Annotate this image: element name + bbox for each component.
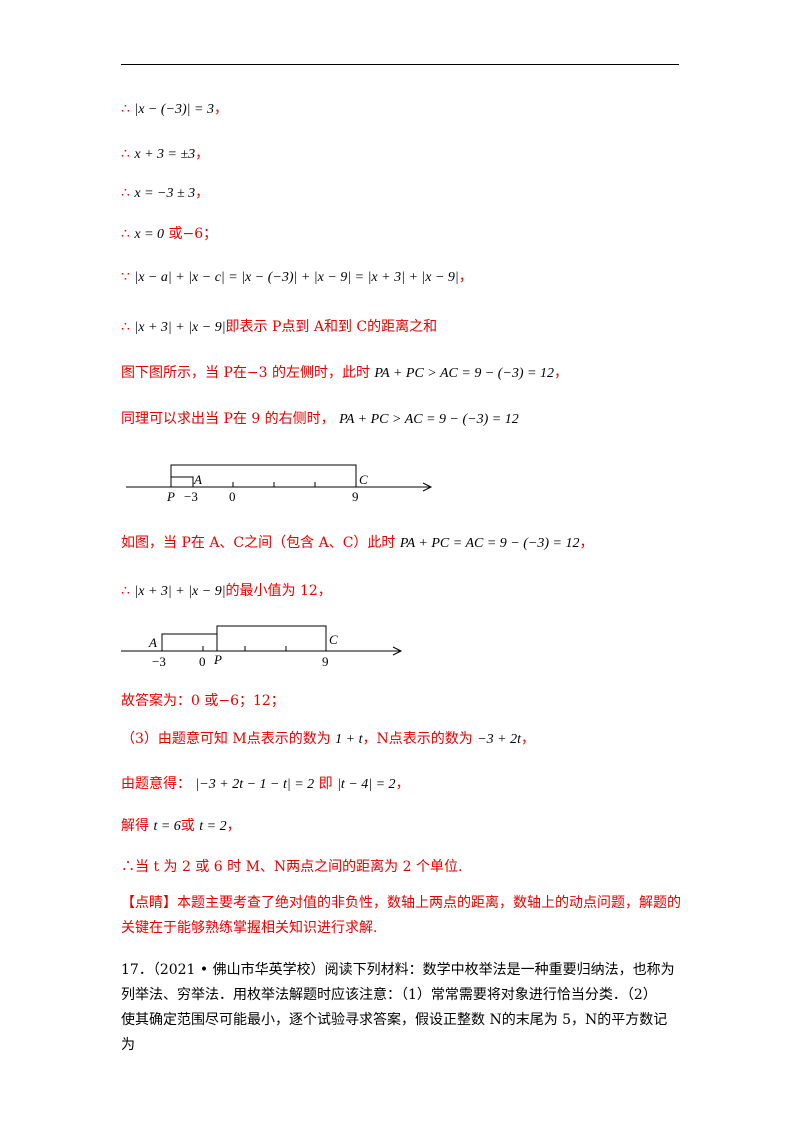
- solution-line-15: ∴当 t 为 2 或 6 时 M、N两点之间的距离为 2 个单位.: [121, 858, 462, 876]
- solution-line-10: ∴ |x + 3| + |x − 9|的最小值为 12，: [121, 582, 332, 601]
- point-a-label: A: [148, 635, 157, 650]
- tick-label-neg3: −3: [152, 654, 166, 669]
- therefore-symbol: ∴: [121, 583, 130, 599]
- solution-line-2: ∴ x + 3 = ±3，: [121, 145, 209, 164]
- math-expression: −3 + 2t: [477, 732, 521, 747]
- math-expression: |−3 + 2t − 1 − t| = 2: [195, 777, 315, 792]
- header-rule: [121, 64, 679, 65]
- therefore-symbol: ∴: [121, 859, 135, 875]
- punctuation: ，: [195, 146, 210, 162]
- solution-line-7: 图下图所示，当 P在−3 的左侧时，此时 PA + PC > AC = 9 − …: [121, 364, 568, 383]
- math-expression: t = 2: [199, 819, 227, 834]
- solution-text: 由题意得：: [121, 776, 191, 792]
- punctuation: ，: [521, 731, 535, 747]
- punctuation: ，: [226, 818, 241, 834]
- solution-text: 或−6；: [164, 226, 218, 242]
- math-expression: |x + 3| + |x − 9|: [134, 320, 226, 335]
- therefore-symbol: ∴: [121, 185, 130, 201]
- punctuation: ，: [458, 269, 473, 285]
- solution-text: 即: [314, 776, 333, 792]
- punctuation: ，: [554, 365, 569, 381]
- therefore-symbol: ∴: [121, 146, 130, 162]
- axis-arrow-icon: [392, 646, 403, 656]
- number-line-diagram-1: A C P −3 0 9: [126, 464, 433, 504]
- problem-17-line-3: 使其确定范围尽可能最小，逐个试验寻求答案，假设正整数 N的末尾为 5，N的平方数…: [121, 1012, 668, 1053]
- solution-line-12: （3）由题意可知 M点表示的数为 1 + t，N点表示的数为 −3 + 2t，: [121, 730, 535, 749]
- punctuation: ，: [195, 185, 210, 201]
- tick-label-nine: 9: [322, 654, 329, 669]
- solution-line-14: 解得 t = 6或 t = 2，: [121, 817, 241, 836]
- comment-tag: 【点睛】: [121, 895, 177, 911]
- solution-text: 即表示 P点到 A和到 C的距离之和: [225, 319, 438, 335]
- point-a-label: A: [193, 472, 202, 487]
- solution-text: 或: [180, 818, 195, 834]
- punctuation: ，: [579, 535, 594, 551]
- point-c-label: C: [359, 472, 368, 487]
- solution-line-6: ∴ |x + 3| + |x − 9|即表示 P点到 A和到 C的距离之和: [121, 318, 437, 337]
- solution-line-4: ∴ x = 0 或−6；: [121, 225, 217, 244]
- solution-line-9: 如图，当 P在 A、C之间（包含 A、C）此时 PA + PC = AC = 9…: [121, 534, 593, 553]
- math-expression: |t − 4| = 2: [337, 777, 396, 792]
- point-p-label: P: [166, 489, 175, 504]
- math-expression: PA + PC > AC = 9 − (−3) = 12: [339, 412, 519, 427]
- solution-text: （3）由题意可知 M点表示的数为: [121, 731, 331, 747]
- solution-line-3: ∴ x = −3 ± 3，: [121, 184, 209, 203]
- problem-17-line-2: 列举法、穷举法．用枚举法解题时应该注意：（1）常常需要将对象进行恰当分类．（2）: [121, 987, 657, 1003]
- solution-text: 图下图所示，当 P在−3 的左侧时，此时: [121, 365, 370, 381]
- axis-arrow-icon: [422, 482, 433, 492]
- distance-bracket-pa: [161, 633, 218, 651]
- solution-line-11: 故答案为：0 或−6；12；: [121, 692, 285, 710]
- solution-line-1: ∴ |x − (−3)| = 3，: [121, 100, 228, 119]
- therefore-symbol: ∴: [121, 226, 130, 242]
- comment-paragraph: 【点睛】本题主要考查了绝对值的非负性，数轴上两点的距离，数轴上的动点问题，解题的…: [121, 891, 681, 941]
- solution-line-8: 同理可以求出当 P在 9 的右侧时， PA + PC > AC = 9 − (−…: [121, 410, 519, 429]
- solution-text: 解得: [121, 818, 149, 834]
- therefore-symbol: ∴: [121, 101, 130, 117]
- distance-bracket-pa: [171, 476, 194, 487]
- math-expression: t = 6: [153, 819, 181, 834]
- math-expression: |x − a| + |x − c| = |x − (−3)| + |x − 9|…: [134, 270, 459, 285]
- comment-text: 本题主要考查了绝对值的非负性，数轴上两点的距离，数轴上的动点问题，解题的关键在于…: [121, 895, 681, 936]
- tick-label-nine: 9: [352, 489, 359, 504]
- conclusion-text: 当 t 为 2 或 6 时 M、N两点之间的距离为 2 个单位.: [135, 859, 463, 875]
- solution-text: 的最小值为 12，: [225, 583, 332, 599]
- punctuation: ，: [395, 776, 410, 792]
- answer-text: 故答案为：0 或−6；12；: [121, 693, 285, 709]
- math-expression: |x + 3| + |x − 9|: [134, 584, 226, 599]
- math-expression: PA + PC = AC = 9 − (−3) = 12: [399, 536, 580, 551]
- tick-label-neg3: −3: [184, 489, 198, 504]
- solution-line-5: ∵ |x − a| + |x − c| = |x − (−3)| + |x − …: [121, 268, 473, 287]
- math-expression: 1 + t: [335, 732, 363, 747]
- tick-label-zero: 0: [199, 654, 206, 669]
- point-c-label: C: [329, 632, 338, 647]
- because-symbol: ∵: [121, 269, 130, 285]
- tick-label-zero: 0: [229, 489, 236, 504]
- math-expression: PA + PC > AC = 9 − (−3) = 12: [374, 366, 555, 381]
- number-line-diagram-2: A C −3 0 P 9: [121, 625, 403, 669]
- therefore-symbol: ∴: [121, 319, 130, 335]
- math-expression: |x − (−3)| = 3: [134, 102, 214, 117]
- distance-bracket-pc: [170, 464, 357, 487]
- problem-17: 17．（2021 • 佛山市华英学校）阅读下列材料：数学中枚举法是一种重要归纳法…: [121, 958, 681, 1058]
- math-expression: x = −3 ± 3: [134, 186, 196, 201]
- math-expression: x = 0: [134, 227, 165, 242]
- point-p-label: P: [213, 652, 222, 667]
- solution-text: ，N点表示的数为: [362, 731, 473, 747]
- solution-text: 同理可以求出当 P在 9 的右侧时，: [121, 411, 335, 427]
- punctuation: ，: [213, 101, 228, 117]
- solution-text: 如图，当 P在 A、C之间（包含 A、C）此时: [121, 535, 396, 551]
- solution-line-13: 由题意得： |−3 + 2t − 1 − t| = 2 即 |t − 4| = …: [121, 775, 410, 794]
- distance-bracket-pc: [216, 625, 327, 651]
- problem-17-line-1: 17．（2021 • 佛山市华英学校）阅读下列材料：数学中枚举法是一种重要归纳法…: [121, 962, 675, 978]
- math-expression: x + 3 = ±3: [134, 147, 196, 162]
